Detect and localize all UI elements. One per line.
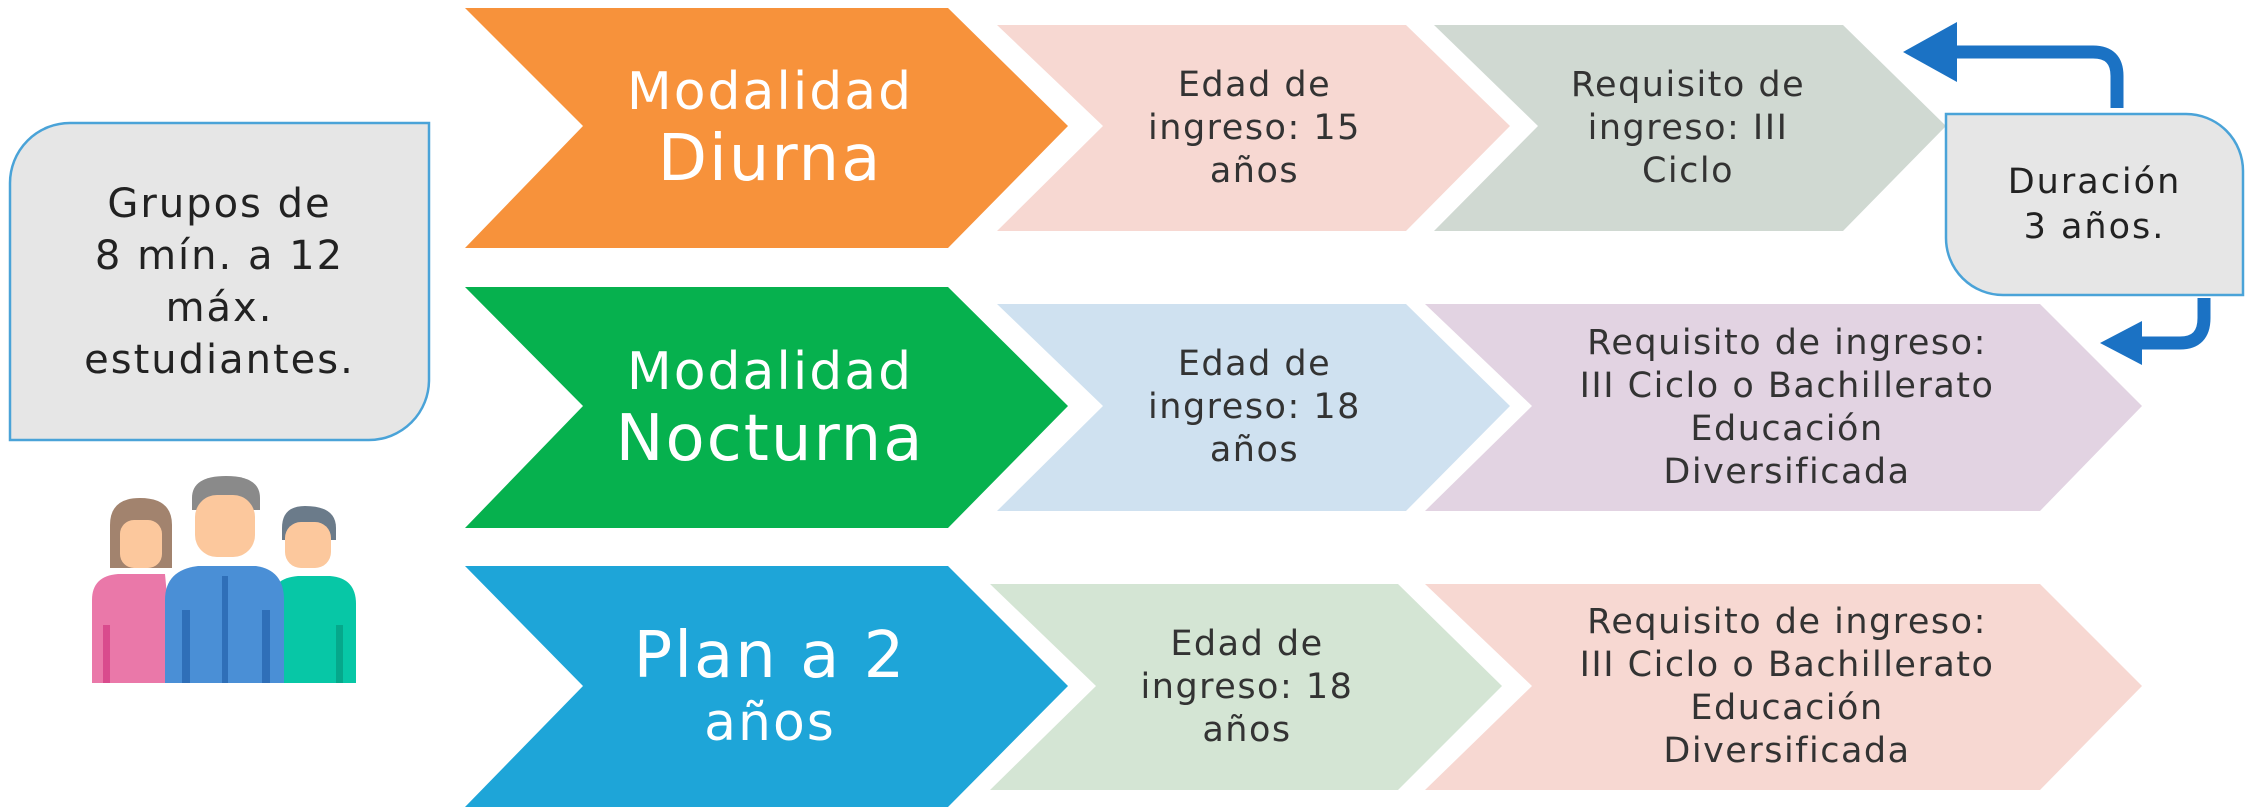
row-title-bottom: Diurna — [657, 122, 883, 196]
chevron-requisito-plan2 — [1425, 584, 2142, 790]
req-line: ingreso: III — [1587, 107, 1789, 148]
req-line: Requisito de ingreso: — [1587, 322, 1987, 363]
req-text-plan2: Requisito de ingreso: III Ciclo o Bachil… — [1532, 584, 2042, 790]
row-title-top: Plan a 2 — [633, 618, 907, 693]
req-line: Requisito de — [1570, 64, 1806, 105]
groups-line: 8 mín. a 12 — [94, 232, 345, 279]
age-line: Edad de — [1177, 344, 1332, 384]
age-text-plan2: Edad de ingreso: 18 años — [1096, 584, 1398, 790]
req-text-diurna: Requisito de ingreso: III Ciclo — [1528, 25, 1848, 231]
duration-box — [1944, 112, 2245, 297]
chevron-plan-2-anos — [465, 566, 1068, 807]
row-title-top: Modalidad — [626, 62, 914, 122]
age-line: años — [1209, 150, 1300, 191]
age-line: ingreso: 18 — [1140, 666, 1354, 707]
req-line: III Ciclo o Bachillerato — [1579, 645, 1995, 685]
req-line: Diversificada — [1663, 451, 1911, 492]
age-text-diurna: Edad de ingreso: 15 años — [1103, 25, 1406, 231]
age-line: Edad de — [1170, 623, 1324, 664]
groups-line: estudiantes. — [84, 336, 355, 383]
req-line: Educación — [1690, 688, 1884, 728]
age-line: Edad de — [1177, 64, 1332, 105]
row-title-diurna: Modalidad Diurna — [583, 8, 957, 248]
req-line: III Ciclo o Bachillerato — [1579, 365, 1995, 406]
age-line: ingreso: 18 — [1148, 387, 1361, 427]
chevron-modalidad-nocturna — [465, 287, 1068, 528]
chevron-requisito-diurna — [1434, 25, 1946, 231]
req-line: Ciclo — [1641, 150, 1735, 191]
age-text-nocturna: Edad de ingreso: 18 años — [1103, 304, 1406, 511]
row-title-top: Modalidad — [626, 341, 914, 402]
row-title-bottom: Nocturna — [615, 401, 925, 476]
chevron-edad-nocturna — [997, 304, 1510, 511]
duration-line: 3 años. — [2023, 206, 2166, 247]
row-title-bottom: años — [704, 692, 836, 753]
groups-box-text: Grupos de 8 mín. a 12 máx. estudiantes. — [10, 123, 429, 440]
groups-line: máx. — [165, 284, 274, 331]
req-line: Requisito de ingreso: — [1587, 602, 1987, 642]
age-line: ingreso: 15 — [1148, 107, 1361, 148]
duration-box-text: Duración 3 años. — [1946, 114, 2243, 295]
row-title-plan2: Plan a 2 años — [583, 566, 957, 807]
req-text-nocturna: Requisito de ingreso: III Ciclo o Bachil… — [1532, 304, 2042, 511]
groups-line: Grupos de — [107, 180, 332, 227]
age-line: años — [1202, 709, 1292, 750]
curved-arrow-left-icon — [1903, 22, 2124, 108]
curved-arrow-left-icon — [2100, 298, 2211, 365]
chevron-modalidad-diurna — [465, 8, 1068, 248]
req-line: Educación — [1690, 408, 1884, 449]
chevron-requisito-nocturna — [1425, 304, 2142, 511]
chevron-edad-diurna — [997, 25, 1510, 231]
groups-box — [8, 121, 431, 442]
age-line: años — [1209, 430, 1300, 470]
people-group-icon — [92, 476, 356, 683]
duration-line: Duración — [2007, 161, 2182, 202]
row-title-nocturna: Modalidad Nocturna — [583, 287, 957, 528]
req-line: Diversificada — [1663, 731, 1911, 771]
chevron-edad-plan2 — [990, 584, 1502, 790]
